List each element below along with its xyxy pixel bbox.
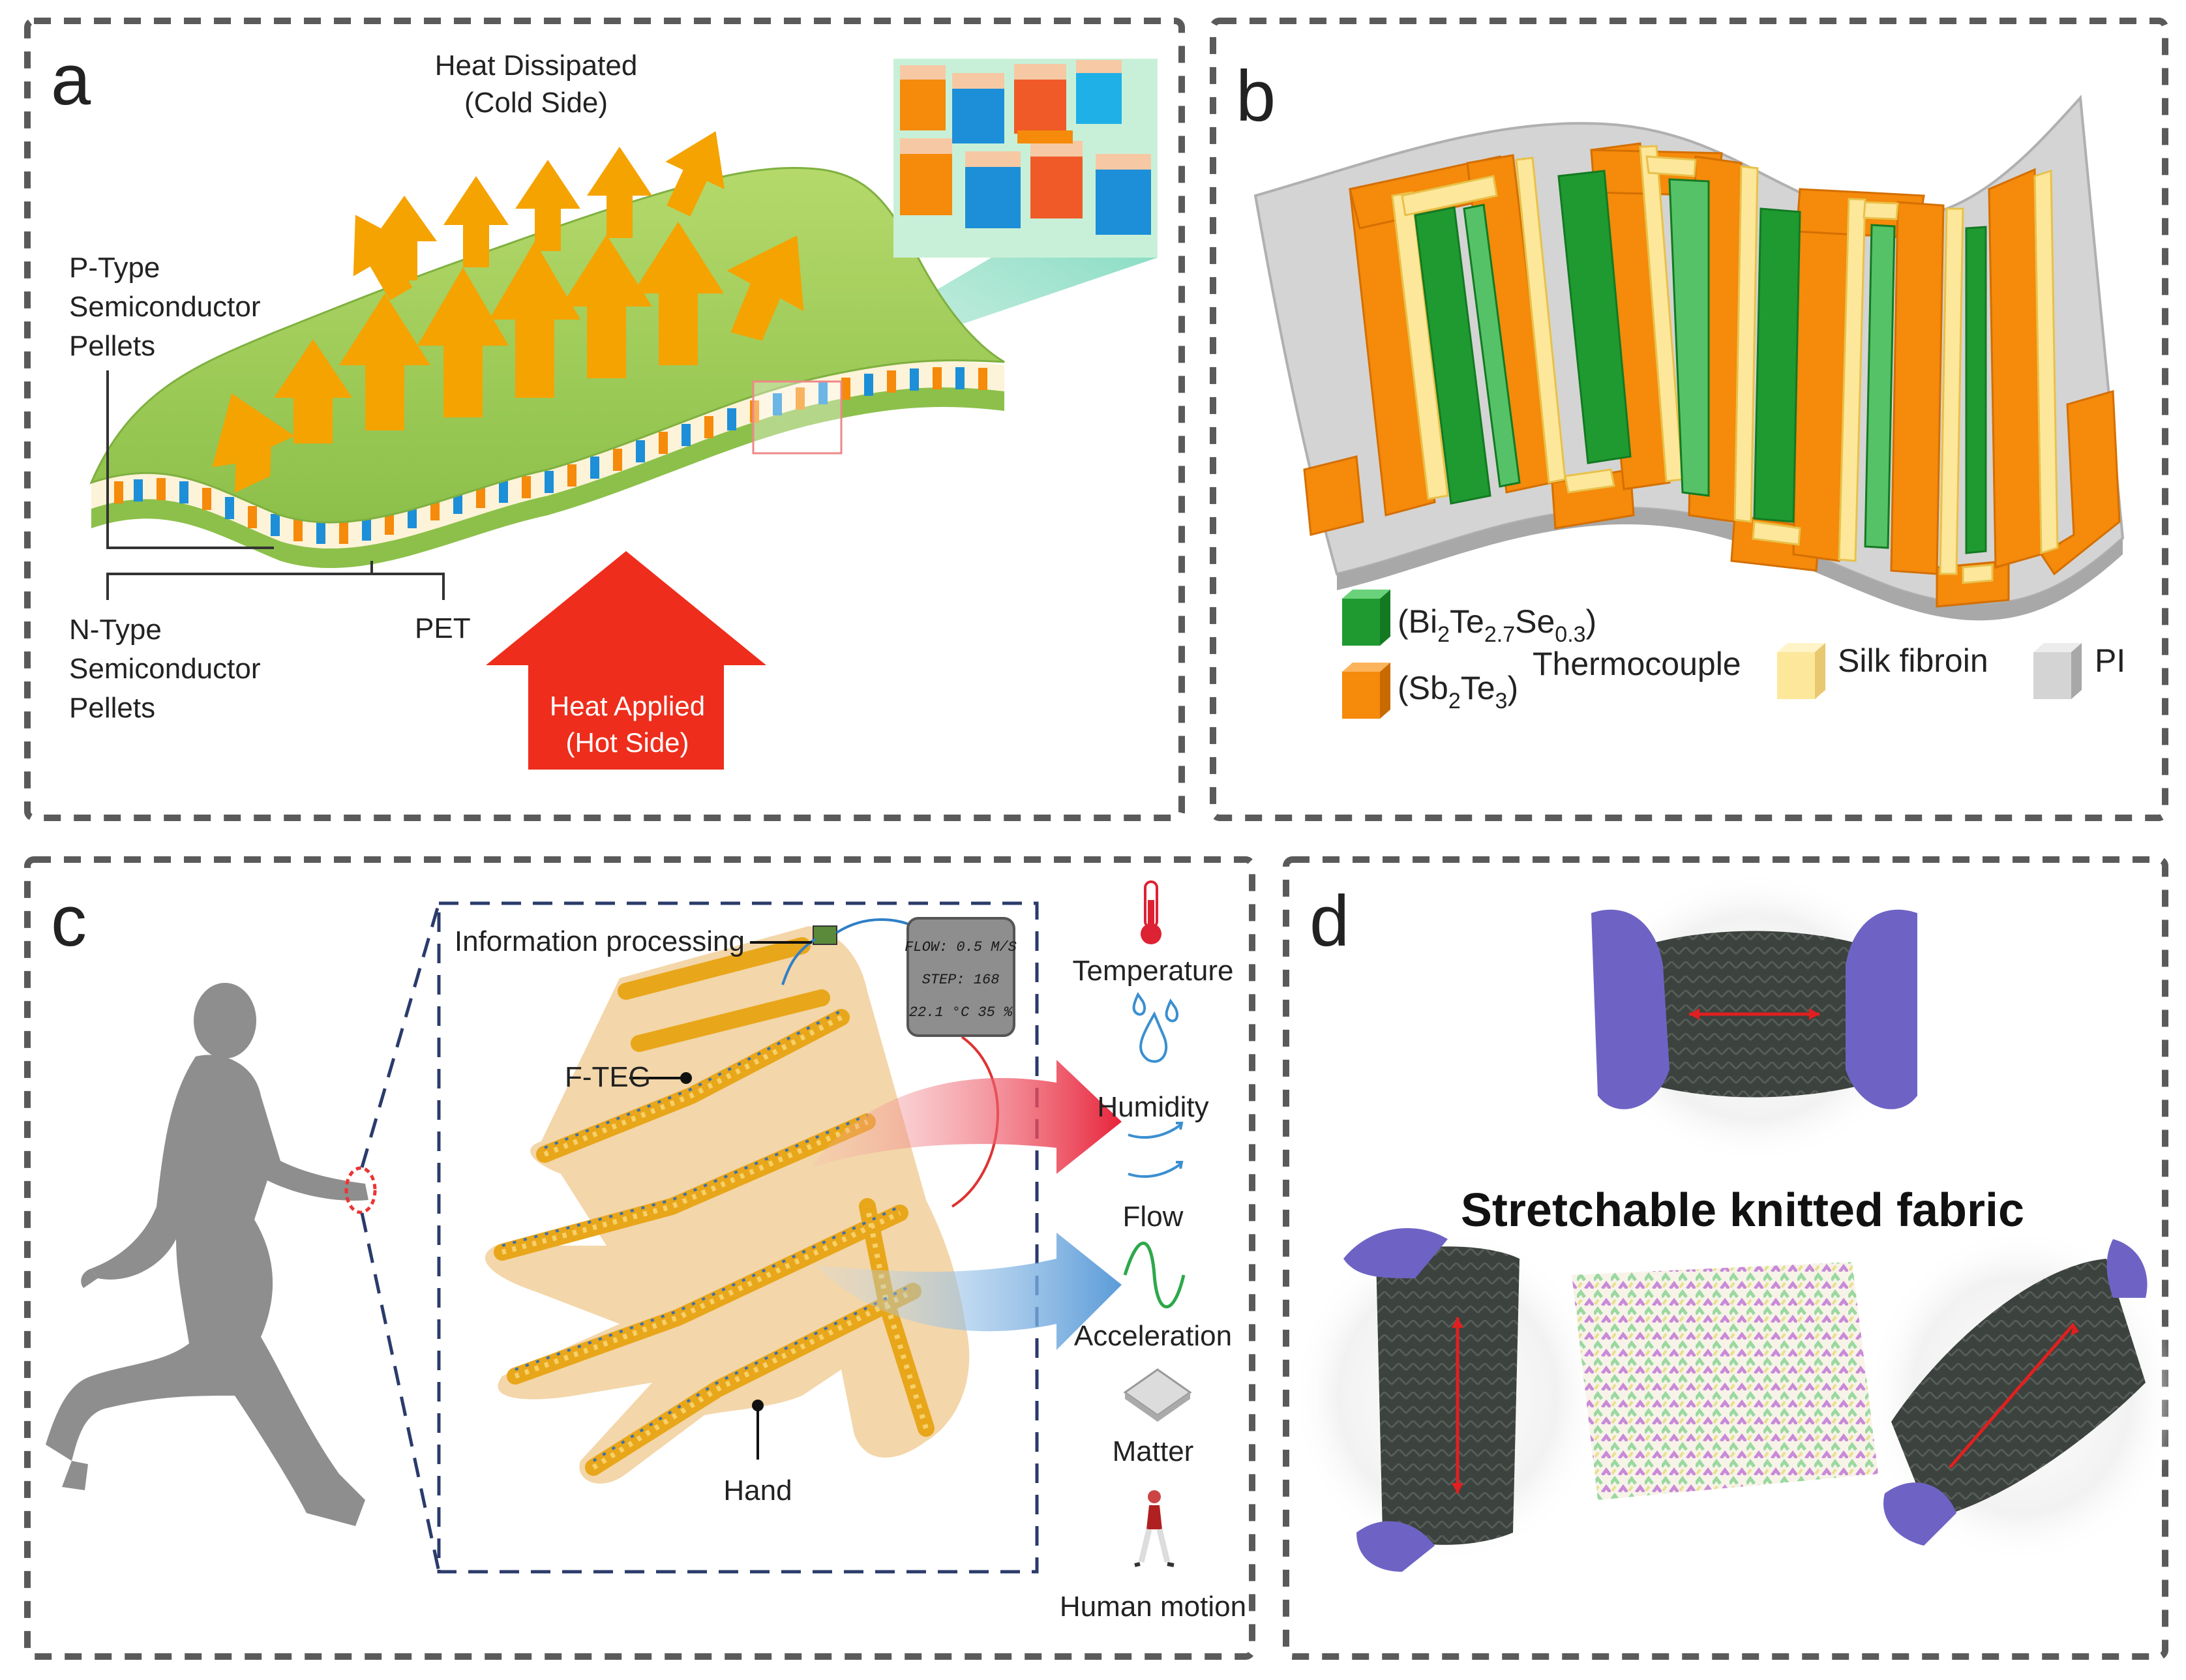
walker-icon [1134, 1490, 1175, 1567]
bi-formula: (Bi2Te2.7Se0.3) [1398, 603, 1596, 647]
panel-a: a [51, 40, 1158, 770]
legend: (Bi2Te2.7Se0.3) (Sb2Te3) Thermocouple Si… [1342, 590, 2125, 719]
zoom-line-top [360, 903, 441, 1168]
blue-signal-arrow [815, 1233, 1122, 1350]
sensor-matter: Matter [1113, 1435, 1194, 1467]
wave-icon [1123, 1242, 1186, 1308]
info-processing-label: Information processing [455, 925, 745, 957]
droplets-icon [1132, 992, 1179, 1063]
glove [485, 926, 970, 1484]
heat-dissipated-label: Heat Dissipated [435, 50, 638, 82]
n-type-leader [106, 573, 445, 600]
inset-cubes [893, 59, 1158, 258]
heat-applied-arrow [486, 551, 766, 770]
pi-cube-icon [2033, 643, 2082, 699]
panel-c: c [46, 880, 1246, 1623]
thermocouple-meander [1303, 142, 2121, 608]
red-signal-arrow [812, 1060, 1122, 1174]
p-type-label-2: Semiconductor [69, 291, 260, 323]
panel-c-frame [24, 856, 1255, 1660]
fteg-dot [680, 1072, 692, 1084]
p-type-label-1: P-Type [69, 252, 160, 284]
hot-side-label: (Hot Side) [565, 727, 689, 758]
knitted-structure-model [1572, 1262, 1878, 1500]
cold-side-label: (Cold Side) [464, 87, 608, 119]
left-fabric-photo [1291, 1226, 1604, 1572]
display-flow: FLOW: 0.5 M/S [905, 939, 1017, 955]
sensor-humidity: Humidity [1097, 1091, 1208, 1123]
panel-d-frame [1283, 856, 2168, 1660]
hand-dot [752, 1400, 764, 1411]
sensor-temperature: Temperature [1072, 955, 1233, 987]
panel-a-letter: a [51, 40, 91, 120]
silk-fibroin-label: Silk fibroin [1838, 642, 1988, 679]
pet-label: PET [415, 612, 471, 644]
heat-dissipated-arrows [212, 131, 804, 493]
panel-d-letter: d [1310, 881, 1349, 961]
sb-formula: (Sb2Te3) [1398, 670, 1518, 713]
pi-substrate-edge [1337, 508, 2123, 621]
panel-b: b [1236, 56, 2125, 719]
runner-silhouette [46, 983, 368, 1526]
display-step: STEP: 168 [922, 972, 1000, 988]
sensor-human-motion: Human motion [1060, 1591, 1246, 1623]
thermocouple-label: Thermocouple [1533, 646, 1741, 682]
panel-b-letter: b [1236, 56, 1276, 136]
stretchable-fabric-title: Stretchable knitted fabric [1461, 1184, 2024, 1237]
panel-c-letter: c [51, 881, 87, 961]
panel-d: d Stretchable knitted fabric [1291, 871, 2178, 1572]
zoom-box [437, 901, 1039, 1574]
heat-applied-label: Heat Applied [550, 691, 705, 721]
sensor-flow: Flow [1123, 1201, 1184, 1233]
sb-cube-icon [1342, 663, 1390, 719]
pellets [114, 367, 987, 544]
n-type-label-3: Pellets [69, 692, 155, 724]
zoom-line-bottom [360, 1212, 441, 1572]
bottom-pet-layer [91, 387, 1004, 568]
pi-label: PI [2095, 642, 2125, 679]
hand-label: Hand [723, 1475, 792, 1507]
hand-highlight [344, 1166, 377, 1214]
silk-cube-icon [1777, 643, 1825, 699]
n-type-label-1: N-Type [69, 614, 162, 646]
right-fabric-photo [1865, 1226, 2178, 1565]
display-temp: 22.1 °C 35 % [909, 1004, 1013, 1021]
panel-a-frame [24, 18, 1185, 821]
thermometer-icon [1141, 880, 1161, 944]
display-panel [906, 917, 1015, 1037]
p-type-leader [106, 370, 274, 549]
display-wire [835, 918, 914, 934]
fteg-label: F-TEG [565, 1061, 651, 1093]
p-type-label-3: Pellets [69, 330, 155, 362]
plate-icon [1123, 1368, 1192, 1422]
n-type-label-2: Semiconductor [69, 653, 260, 685]
circuit-chip-icon [813, 925, 837, 945]
selection-box [752, 380, 843, 455]
bi-cube-icon [1342, 590, 1390, 646]
flow-icon [1128, 1122, 1184, 1178]
sensor-acceleration: Acceleration [1074, 1320, 1232, 1352]
top-fabric-photo [1591, 871, 1917, 1164]
